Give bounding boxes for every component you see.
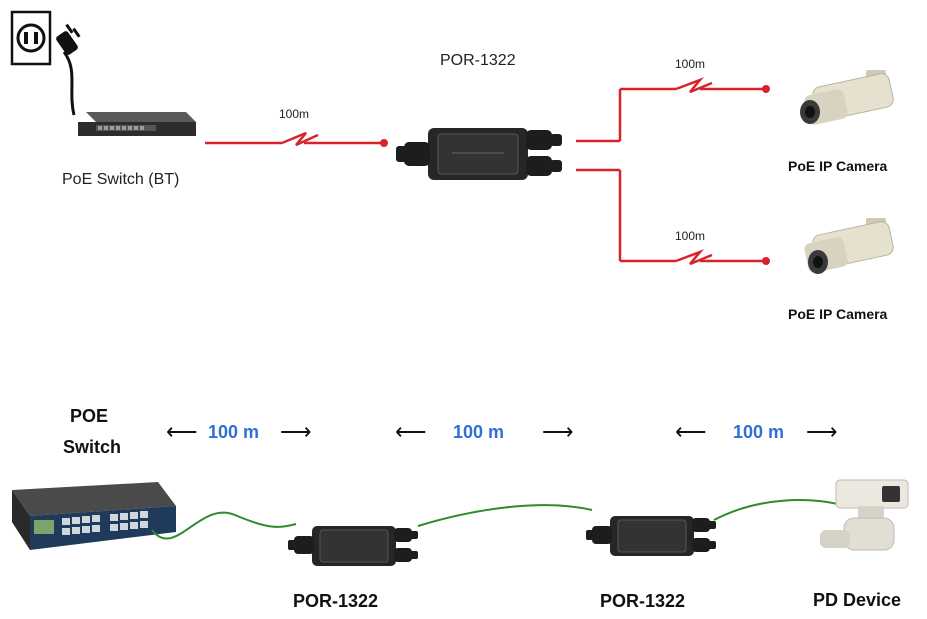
cable-segment-3 bbox=[713, 499, 839, 521]
switch-label: PoE Switch (BT) bbox=[62, 171, 180, 188]
splitter-title: POR-1322 bbox=[440, 52, 516, 69]
poe-switch-top-icon bbox=[78, 112, 196, 136]
segment-1-left-arrow: ⟵ bbox=[166, 419, 198, 444]
extender-2-label: POR-1322 bbox=[600, 591, 686, 611]
camera-1-label: PoE IP Camera bbox=[788, 158, 888, 174]
ip-camera-1-icon bbox=[800, 70, 894, 125]
camera-2-label: PoE IP Camera bbox=[788, 306, 888, 322]
link-splitter-to-camera-2 bbox=[576, 168, 770, 266]
cable-segment-1 bbox=[151, 511, 297, 540]
extender-1-label: POR-1322 bbox=[293, 591, 379, 611]
poe-switch-label-line2: Switch bbox=[63, 437, 122, 457]
segment-1-right-arrow: ⟶ bbox=[280, 419, 312, 444]
segment-2-distance: 100 m bbox=[453, 422, 505, 442]
power-plug-icon bbox=[56, 23, 81, 116]
cable-segment-2 bbox=[417, 504, 593, 527]
segment-2-right-arrow: ⟶ bbox=[542, 419, 574, 444]
segment-2-left-arrow: ⟵ bbox=[395, 419, 427, 444]
link-3-distance: 100m bbox=[675, 229, 706, 243]
pd-device-label: PD Device bbox=[813, 590, 902, 610]
segment-1-distance: 100 m bbox=[208, 422, 260, 442]
pd-device-camera-icon bbox=[820, 479, 909, 551]
segment-3-right-arrow: ⟶ bbox=[806, 419, 838, 444]
segment-3-distance: 100 m bbox=[733, 422, 785, 442]
power-outlet-icon bbox=[10, 10, 52, 66]
extender-1-icon bbox=[288, 526, 418, 566]
link-switch-to-splitter bbox=[205, 131, 388, 147]
extender-2-icon bbox=[586, 516, 716, 556]
poe-switch-label-line1: POE bbox=[70, 406, 109, 426]
link-splitter-to-camera-1 bbox=[576, 77, 770, 143]
link-2-distance: 100m bbox=[675, 57, 706, 71]
poe-switch-bottom-icon bbox=[12, 482, 176, 550]
link-1-distance: 100m bbox=[279, 107, 310, 121]
splitter-device-top-icon bbox=[396, 128, 562, 180]
ip-camera-2-icon bbox=[804, 218, 894, 274]
segment-3-left-arrow: ⟵ bbox=[675, 419, 707, 444]
